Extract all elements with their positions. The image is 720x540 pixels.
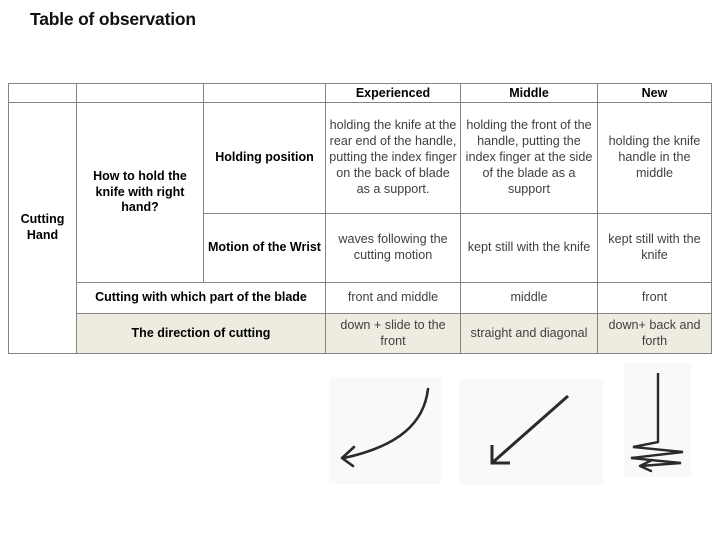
cell-direction-new: down+ back and forth (597, 313, 712, 354)
down-zigzag-left-arrow-icon (624, 363, 691, 477)
row-label-holding-position: Holding position (203, 102, 326, 214)
column-header-new: New (597, 83, 712, 103)
cell-motion-middle: kept still with the knife (460, 213, 598, 283)
table-row: Cutting with which part of the blade fro… (9, 282, 712, 314)
table-header-row: Experienced Middle New (8, 83, 712, 103)
cell-direction-middle: straight and diagonal (460, 313, 598, 354)
column-header-middle: Middle (460, 83, 598, 103)
cell-motion-new: kept still with the knife (597, 213, 712, 283)
cell-blade-part-middle: middle (460, 282, 598, 314)
cell-holding-experienced: holding the knife at the rear end of the… (325, 102, 461, 214)
cell-blade-part-new: front (597, 282, 712, 314)
row-label-direction: The direction of cutting (76, 313, 326, 354)
table-row-highlighted: The direction of cutting down + slide to… (9, 313, 712, 354)
cell-motion-experienced: waves following the cutting motion (325, 213, 461, 283)
page-title: Table of observation (30, 9, 196, 29)
cell-blade-part-experienced: front and middle (325, 282, 461, 314)
header-empty-cell (76, 83, 204, 103)
cell-holding-new: holding the knife handle in the middle (597, 102, 712, 214)
cell-holding-middle: holding the front of the handle, putting… (460, 102, 598, 214)
row-label-blade-part: Cutting with which part of the blade (76, 282, 326, 314)
header-empty-cell (8, 83, 77, 103)
row-group-cutting-hand: Cutting Hand (8, 102, 77, 354)
row-group-how-to-hold: How to hold the knife with right hand? (76, 102, 204, 283)
table-row: Cutting Hand How to hold the knife with … (8, 102, 712, 354)
observation-table: Experienced Middle New Cutting Hand How … (8, 83, 712, 354)
diagonal-down-left-arrow-icon (459, 379, 603, 485)
curve-down-left-arrow-icon (329, 377, 441, 484)
table-row: Motion of the Wrist waves following the … (9, 213, 712, 283)
cell-direction-experienced: down + slide to the front (325, 313, 461, 354)
header-empty-cell (203, 83, 326, 103)
row-label-motion-of-wrist: Motion of the Wrist (203, 213, 326, 283)
column-header-experienced: Experienced (325, 83, 461, 103)
